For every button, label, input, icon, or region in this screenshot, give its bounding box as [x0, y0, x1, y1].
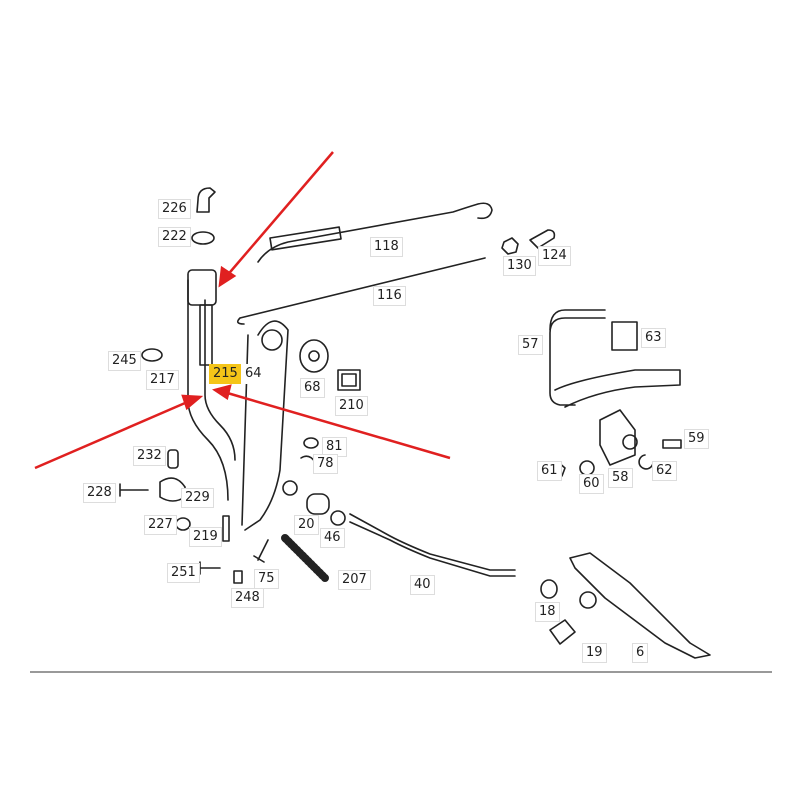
part-63 — [611, 321, 638, 351]
part-57 — [549, 309, 681, 408]
arrow-left — [34, 398, 193, 470]
part-60 — [579, 460, 595, 476]
label-118: 118 — [370, 237, 403, 257]
part-130 — [501, 237, 519, 255]
part-58 — [599, 409, 636, 466]
label-18: 18 — [535, 602, 560, 622]
label-46: 46 — [320, 528, 345, 548]
arrow-left-head — [181, 394, 204, 411]
part-228 — [119, 483, 149, 497]
label-20: 20 — [294, 515, 319, 535]
part-62 — [638, 454, 654, 470]
part-245 — [141, 348, 163, 362]
part-40 — [349, 513, 516, 577]
part-20 — [306, 493, 330, 515]
label-219: 219 — [189, 527, 222, 547]
label-64: 64 — [241, 364, 266, 384]
part-215 — [204, 299, 236, 461]
part-64 — [241, 320, 289, 531]
part-6-pivot — [579, 591, 597, 609]
label-62: 62 — [652, 461, 677, 481]
part-219 — [222, 515, 230, 542]
arrow-top-head — [218, 265, 237, 288]
label-215-highlighted: 215 — [209, 364, 242, 384]
part-207 — [281, 534, 329, 582]
label-245: 245 — [108, 351, 141, 371]
part-46 — [330, 510, 346, 526]
part-217-top — [187, 269, 217, 306]
label-207: 207 — [338, 570, 371, 590]
part-248 — [233, 570, 243, 584]
part-118 — [257, 202, 493, 263]
label-59: 59 — [684, 429, 709, 449]
label-68: 68 — [300, 378, 325, 398]
part-215-sleeve — [199, 304, 213, 366]
part-59 — [662, 439, 682, 449]
part-19 — [549, 619, 576, 645]
label-75: 75 — [254, 569, 279, 589]
label-227: 227 — [144, 515, 177, 535]
label-19: 19 — [582, 643, 607, 663]
part-68 — [299, 339, 329, 373]
label-78: 78 — [313, 454, 338, 474]
label-222: 222 — [158, 227, 191, 247]
label-61: 61 — [537, 461, 562, 481]
label-60: 60 — [579, 474, 604, 494]
label-251: 251 — [167, 563, 200, 583]
part-75 — [253, 539, 269, 563]
part-217 — [187, 279, 229, 501]
part-227 — [175, 517, 191, 531]
label-124: 124 — [538, 246, 571, 266]
label-130: 130 — [503, 256, 536, 276]
label-226: 226 — [158, 199, 191, 219]
part-210 — [337, 369, 361, 391]
label-40: 40 — [410, 575, 435, 595]
part-116 — [236, 257, 486, 325]
part-6 — [569, 552, 711, 659]
label-228: 228 — [83, 483, 116, 503]
label-232: 232 — [133, 446, 166, 466]
part-226 — [196, 187, 216, 213]
part-222 — [191, 231, 215, 245]
label-63: 63 — [641, 328, 666, 348]
label-57: 57 — [518, 335, 543, 355]
part-68-hole — [308, 350, 320, 362]
label-116: 116 — [373, 286, 406, 306]
label-58: 58 — [608, 468, 633, 488]
part-232 — [167, 449, 179, 469]
label-210: 210 — [335, 396, 368, 416]
arrow-right-head — [212, 384, 232, 401]
part-18 — [540, 579, 558, 599]
label-81: 81 — [322, 437, 347, 457]
arrow-top — [224, 151, 334, 279]
label-248: 248 — [231, 588, 264, 608]
part-118-sleeve — [269, 226, 342, 251]
label-6: 6 — [632, 643, 649, 663]
part-124 — [529, 229, 556, 249]
label-217: 217 — [146, 370, 179, 390]
part-58-hole — [622, 434, 638, 450]
label-229: 229 — [181, 488, 214, 508]
part-64-pivot — [261, 329, 283, 351]
part-64-lower-pivot — [282, 480, 298, 496]
arrow-right — [223, 390, 451, 460]
part-251 — [199, 561, 221, 575]
part-81 — [303, 437, 319, 449]
